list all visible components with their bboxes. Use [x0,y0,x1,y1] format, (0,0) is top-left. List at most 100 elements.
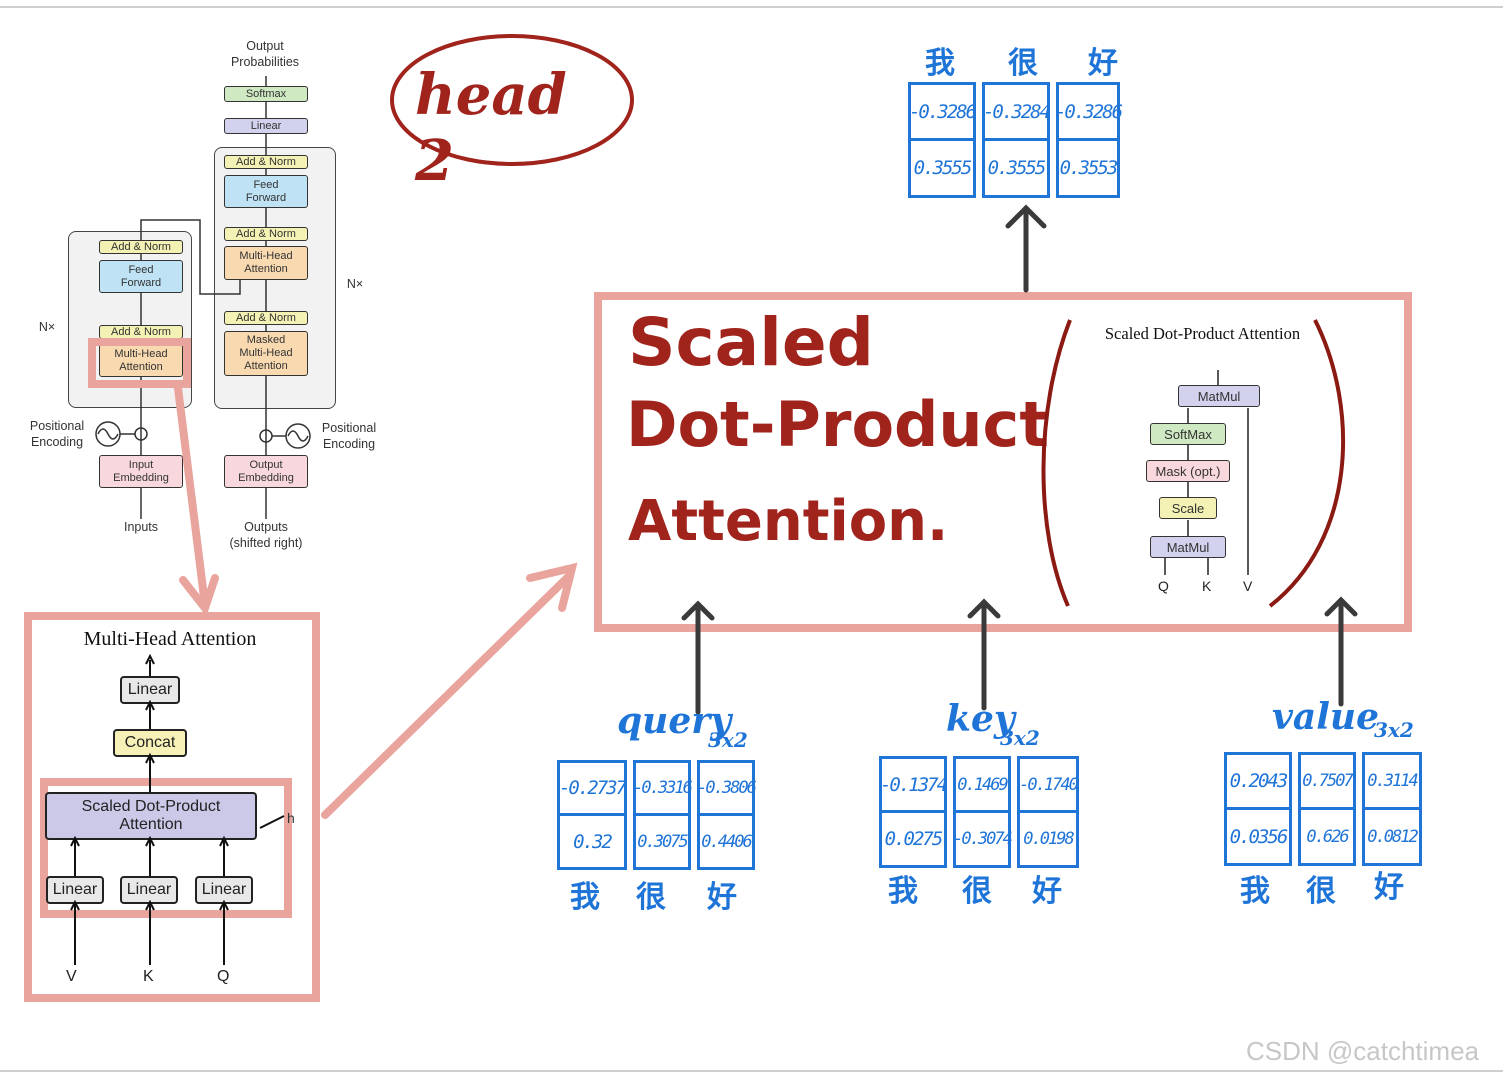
sdpa-q-label: Q [1158,578,1169,594]
sdpa-title-line2: Dot-Product [626,388,1049,461]
k-input-label: K [143,968,154,985]
query-label: query [617,700,732,742]
key-col-3: -0.1740 0.0198 [1017,756,1079,868]
key-cell: 0.0198 [1020,810,1076,865]
watermark: CSDN @catchtimea [1246,1036,1480,1066]
positional-encoding-right-label: Positional Encoding [321,421,377,451]
sdpa-scale: Scale [1159,497,1217,519]
linear-block: Linear [224,118,308,134]
sdpa-softmax: SoftMax [1150,423,1226,445]
concat-block: Concat [113,729,187,757]
inputs-label: Inputs [123,520,159,534]
red-hand-arrows [88,338,578,819]
decoder-masked-multi-head-attention: Masked Multi-Head Attention [224,331,308,376]
decoder-add-norm-3: Add & Norm [224,311,308,325]
query-matrix: -0.2737 0.32 -0.3316 0.3075 -0.3806 0.44… [557,760,757,870]
key-col-2: 0.1469 -0.3074 [953,756,1013,868]
bottom-frame-line [0,1070,1503,1072]
sdpa-matmul-bottom: MatMul [1150,536,1226,558]
output-matrix: -0.3286 0.3555 -0.3284 0.3555 -0.3286 0.… [908,82,1123,198]
key-token-2: 很 [962,874,992,909]
head-label-ellipse [390,34,634,166]
decoder-multi-head-attention: Multi-Head Attention [224,246,308,280]
key-cell: -0.3074 [953,810,1013,865]
value-token-3: 好 [1374,870,1404,905]
sdpa-matmul-top: MatMul [1178,385,1260,407]
output-cell: 0.3555 [911,138,973,195]
positional-encoding-left-label: Positional Encoding [29,419,85,449]
value-label: value [1272,696,1379,738]
top-frame-line [0,6,1503,8]
heads-h-label: h [287,810,295,826]
transformer-connectors [95,76,311,519]
encoder-add-norm-1: Add & Norm [99,240,183,254]
key-col-1: -0.1374 0.0275 [879,756,948,868]
linear-v-block: Linear [46,876,104,904]
decoder-feed-forward: Feed Forward [224,175,308,208]
key-token-1: 我 [888,874,918,909]
value-matrix: 0.2043 0.0356 0.7507 0.626 0.3114 0.0812 [1224,752,1422,866]
query-shape: 3x2 [708,728,748,752]
output-probabilities-label: Output Probabilities [230,39,300,69]
key-cell: 0.1469 [957,774,1008,795]
q-input-label: Q [217,968,230,985]
output-cell: 0.3553 [1059,138,1118,195]
key-matrix: -0.1374 0.0275 0.1469 -0.3074 -0.1740 0.… [879,756,1079,868]
output-token-3: 好 [1088,46,1118,81]
linear-q-block: Linear [195,876,253,904]
value-cell: 0.3114 [1367,771,1418,792]
output-col-3: -0.3286 0.3553 [1054,82,1123,198]
key-cell: 0.0275 [882,810,944,865]
decoder-add-norm-1: Add & Norm [224,155,308,169]
query-col-3: -0.3806 0.4406 [697,760,757,870]
value-col-2: 0.7507 0.626 [1298,752,1356,866]
sdpa-v-label: V [1243,578,1253,594]
key-cell: -0.1374 [879,773,948,796]
value-cell: 0.626 [1301,807,1353,863]
query-token-3: 好 [707,880,737,915]
query-cell: 0.4406 [700,813,753,867]
sdpa-title-line3: Attention. [628,489,949,554]
multi-head-title: Multi-Head Attention [83,628,257,650]
decoder-add-norm-2: Add & Norm [224,227,308,241]
output-col-2: -0.3284 0.3555 [982,82,1051,198]
output-cell: -0.3286 [1054,100,1123,123]
query-col-2: -0.3316 0.3075 [633,760,693,870]
encoder-add-norm-2: Add & Norm [99,325,183,339]
sdpa-title-line1: Scaled [628,304,874,381]
sdpa-panel-frame [594,292,1412,632]
multi-head-connectors [70,653,285,965]
softmax-block: Softmax [224,86,308,102]
value-col-3: 0.3114 0.0812 [1362,752,1422,866]
query-cell: -0.2737 [558,777,627,800]
value-col-1: 0.2043 0.0356 [1224,752,1292,866]
sdpa-highlight-frame [40,778,292,918]
value-cell: 0.7507 [1302,771,1353,792]
sdpa-diagram-title: Scaled Dot-Product Attention [1104,324,1301,343]
key-shape: 3x2 [1000,726,1040,750]
output-cell: -0.3286 [908,100,977,123]
nx-right-label: N× [346,277,364,291]
output-col-1: -0.3286 0.3555 [908,82,977,198]
query-cell: 0.3075 [636,813,689,867]
sdpa-k-label: K [1202,578,1212,594]
sdpa-mask: Mask (opt.) [1146,460,1230,482]
sdpa-brackets [1041,319,1346,608]
output-token-2: 很 [1008,46,1038,81]
output-cell: -0.3284 [982,100,1051,123]
query-cell: -0.3806 [697,778,757,799]
encoder-multi-head-attention: Multi-Head Attention [99,344,183,377]
query-cell: -0.3316 [633,778,693,799]
key-label: key [946,698,1015,740]
query-token-2: 很 [636,880,666,915]
query-col-1: -0.2737 0.32 [557,760,627,870]
nx-left-label: N× [38,320,56,334]
value-token-2: 很 [1306,874,1336,909]
output-cell: 0.3555 [985,138,1047,195]
multi-head-attention-frame [24,612,320,1002]
value-shape: 3x2 [1374,718,1414,742]
outputs-label: Outputs (shifted right) [229,520,303,550]
v-input-label: V [66,968,77,985]
query-token-1: 我 [570,880,600,915]
